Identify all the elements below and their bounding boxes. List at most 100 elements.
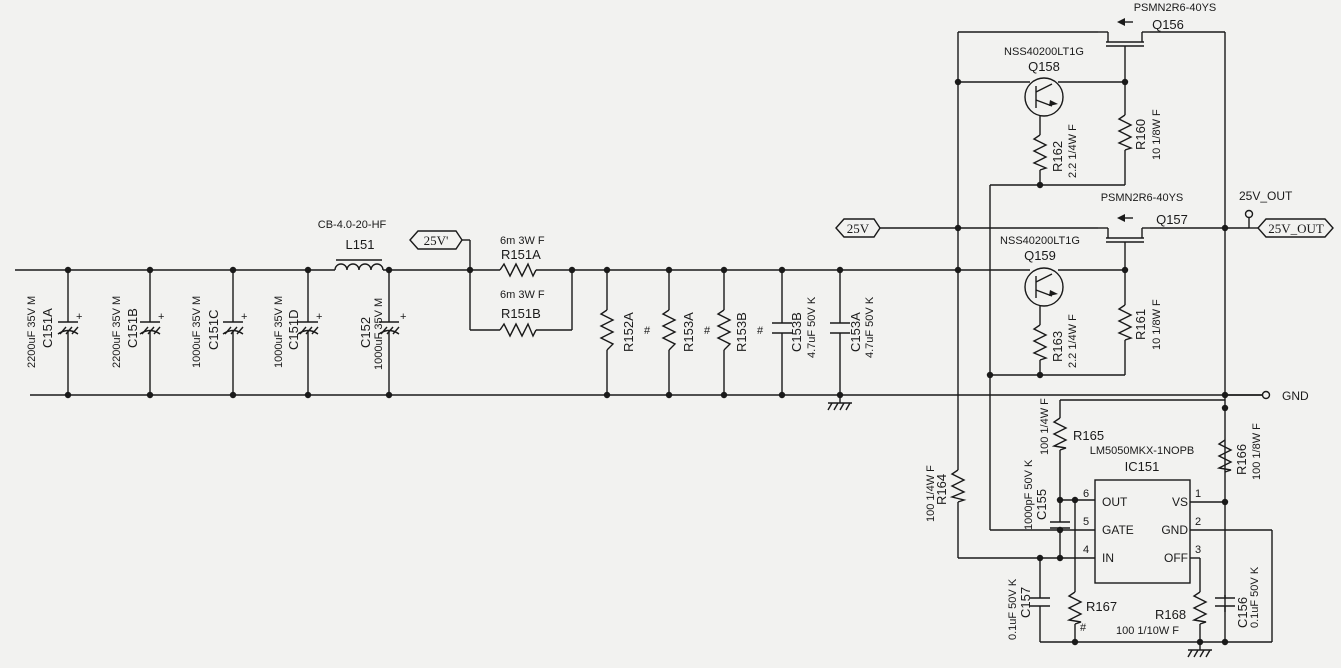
- svg-text:2200uF 35V M: 2200uF 35V M: [111, 296, 123, 368]
- svg-text:+: +: [76, 311, 82, 323]
- svg-text:R160: R160: [1133, 119, 1148, 150]
- bjt-q158: NSS40200LT1G Q158: [1004, 46, 1084, 117]
- svg-text:6: 6: [1083, 488, 1089, 500]
- svg-text:PSMN2R6-40YS: PSMN2R6-40YS: [1101, 192, 1184, 204]
- svg-text:100 1/10W F: 100 1/10W F: [1116, 625, 1179, 637]
- svg-text:C151A: C151A: [40, 308, 55, 348]
- svg-text:IC151: IC151: [1125, 459, 1160, 474]
- resistor-r167: R167 #: [1066, 591, 1117, 634]
- bjt-q159: NSS40200LT1G Q159: [1000, 235, 1080, 307]
- svg-text:2: 2: [1195, 516, 1201, 528]
- svg-text:C155: C155: [1034, 489, 1049, 520]
- svg-text:OUT: OUT: [1102, 495, 1128, 509]
- svg-text:NSS40200LT1G: NSS40200LT1G: [1004, 46, 1084, 58]
- resistor-r168: R168 100 1/10W F: [1116, 591, 1208, 637]
- svg-text:+: +: [241, 311, 247, 323]
- resistor-r165: 100 1/4W F R165: [1039, 398, 1104, 455]
- svg-text:PSMN2R6-40YS: PSMN2R6-40YS: [1134, 2, 1217, 14]
- svg-text:R151B: R151B: [501, 306, 541, 321]
- svg-text:4.7uF 50V K: 4.7uF 50V K: [806, 296, 818, 358]
- svg-text:1000uF 35V M: 1000uF 35V M: [273, 296, 285, 368]
- resistor-r160: R160 10 1/8W F: [1117, 109, 1163, 160]
- svg-text:OFF: OFF: [1164, 551, 1188, 565]
- svg-text:C152: C152: [358, 317, 373, 348]
- svg-text:4: 4: [1083, 544, 1089, 556]
- net-tag-25v-prime: 25V': [409, 230, 463, 250]
- svg-text:2.2 1/4W F: 2.2 1/4W F: [1067, 124, 1079, 178]
- svg-text:R162: R162: [1050, 141, 1065, 172]
- svg-text:1000uF 35V M: 1000uF 35V M: [191, 296, 203, 368]
- cap-c157: 0.1uF 50V K C157: [1007, 578, 1050, 640]
- cap-c151b: + 2200uF 35V M C151B: [111, 296, 164, 368]
- ground-symbol-ic: [1187, 649, 1212, 658]
- svg-text:R161: R161: [1133, 309, 1148, 340]
- svg-text:6m 3W F: 6m 3W F: [500, 289, 545, 301]
- cap-c151a: + 2200uF 35V M C151A: [26, 296, 82, 368]
- svg-text:25V_OUT: 25V_OUT: [1268, 221, 1324, 236]
- svg-text:LM5050MKX-1NOPB: LM5050MKX-1NOPB: [1090, 445, 1195, 457]
- svg-text:2200uF 35V M: 2200uF 35V M: [26, 296, 38, 368]
- svg-text:C156: C156: [1235, 597, 1250, 628]
- svg-text:4.7uF 50V K: 4.7uF 50V K: [864, 296, 876, 358]
- svg-text:GND: GND: [1161, 523, 1188, 537]
- net-tag-25v: 25V: [835, 218, 881, 238]
- svg-text:5: 5: [1083, 516, 1089, 528]
- svg-text:R152A: R152A: [621, 312, 636, 352]
- svg-text:#: #: [644, 325, 651, 337]
- resistor-r152a: R152A #: [599, 309, 651, 352]
- svg-text:6m 3W F: 6m 3W F: [500, 235, 545, 247]
- cap-c155: 1000pF 50V K C155: [1023, 459, 1070, 530]
- gnd-port: GND: [1261, 389, 1309, 403]
- svg-text:R166: R166: [1234, 444, 1249, 475]
- svg-text:NSS40200LT1G: NSS40200LT1G: [1000, 235, 1080, 247]
- svg-text:C151B: C151B: [125, 308, 140, 348]
- svg-text:100 1/8W F: 100 1/8W F: [1251, 423, 1263, 480]
- mosfet-q157: PSMN2R6-40YS Q157: [1098, 192, 1188, 248]
- svg-text:R164: R164: [934, 474, 949, 505]
- svg-text:GATE: GATE: [1102, 523, 1134, 537]
- svg-text:C151C: C151C: [206, 310, 221, 350]
- svg-text:R167: R167: [1086, 599, 1117, 614]
- resistor-r164: 100 1/4W F R164: [925, 465, 967, 522]
- svg-text:#: #: [757, 325, 764, 337]
- svg-text:R153A: R153A: [681, 312, 696, 352]
- svg-text:#: #: [1080, 622, 1087, 634]
- svg-text:#: #: [704, 325, 711, 337]
- svg-text:CB-4.0-20-HF: CB-4.0-20-HF: [318, 219, 387, 231]
- svg-text:10 1/8W F: 10 1/8W F: [1151, 299, 1163, 350]
- resistor-r161: R161 10 1/8W F: [1117, 299, 1163, 350]
- resistor-r151b: 6m 3W F R151B: [499, 289, 545, 338]
- cap-c151c: + 1000uF 35V M C151C: [191, 296, 247, 368]
- svg-text:2.2 1/4W F: 2.2 1/4W F: [1067, 314, 1079, 368]
- svg-text:R163: R163: [1050, 331, 1065, 362]
- svg-text:+: +: [158, 311, 164, 323]
- svg-text:L151: L151: [346, 237, 375, 252]
- ic151: LM5050MKX-1NOPB IC151 OUT GATE IN VS GND…: [1083, 445, 1201, 584]
- svg-text:100 1/4W F: 100 1/4W F: [1039, 398, 1051, 455]
- cap-c153a: C153A 4.7uF 50V K: [830, 296, 876, 358]
- resistor-r153a: R153A #: [661, 309, 711, 352]
- svg-text:Q156: Q156: [1152, 17, 1184, 32]
- svg-text:R153B: R153B: [734, 312, 749, 352]
- svg-text:25V': 25V': [424, 233, 449, 248]
- resistor-r162: R162 2.2 1/4W F: [1032, 124, 1079, 178]
- svg-text:+: +: [400, 311, 406, 323]
- mosfet-q156: PSMN2R6-40YS Q156: [1098, 2, 1216, 52]
- svg-text:0.1uF 50V K: 0.1uF 50V K: [1007, 578, 1019, 640]
- svg-text:C157: C157: [1018, 587, 1033, 618]
- svg-text:R151A: R151A: [501, 247, 541, 262]
- cap-c152: + C152 1000uF 35V M: [358, 298, 406, 370]
- cap-c153b: C153B 4.7uF 50V K: [772, 296, 818, 358]
- svg-text:0.1uF 50V K: 0.1uF 50V K: [1249, 566, 1261, 628]
- svg-text:1000pF 50V K: 1000pF 50V K: [1023, 459, 1035, 530]
- svg-text:Q158: Q158: [1028, 59, 1060, 74]
- svg-text:GND: GND: [1282, 389, 1309, 403]
- svg-text:1000uF 35V M: 1000uF 35V M: [373, 298, 385, 370]
- svg-text:+: +: [316, 311, 322, 323]
- svg-text:R165: R165: [1073, 428, 1104, 443]
- cap-c156: C156 0.1uF 50V K: [1215, 566, 1261, 628]
- svg-text:25V_OUT: 25V_OUT: [1239, 189, 1293, 203]
- svg-text:Q159: Q159: [1024, 248, 1056, 263]
